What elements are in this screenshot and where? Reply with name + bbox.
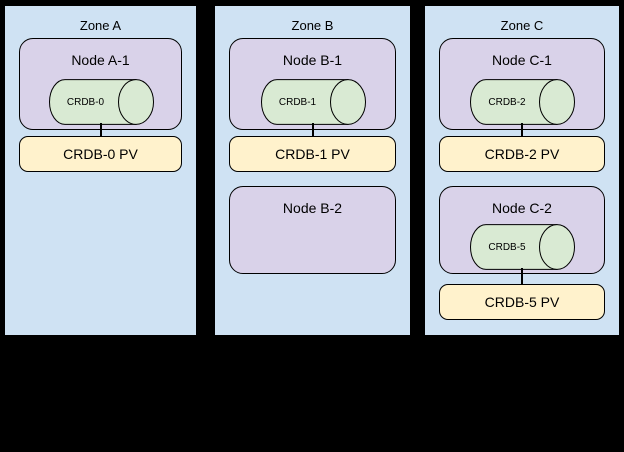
node-label: Node A-1	[71, 52, 130, 68]
crdb-5-pv-box: CRDB-5 PV	[439, 284, 605, 320]
zone-c: Zone C Node C-1 CRDB-2 CRDB-2 PV Node C-…	[424, 5, 620, 336]
crdb-0-pv-box: CRDB-0 PV	[19, 136, 182, 172]
node-label: Node B-2	[282, 200, 343, 216]
pv-label: CRDB-1 PV	[275, 146, 350, 162]
zone-title: Zone C	[500, 18, 544, 33]
node-c-1: Node C-1 CRDB-2	[439, 38, 605, 130]
pv-connector-line	[521, 123, 523, 137]
node-b-1: Node B-1 CRDB-1	[229, 38, 396, 130]
node-b-2: Node B-2	[229, 186, 396, 274]
pv-label: CRDB-0 PV	[63, 146, 138, 162]
pv-label: CRDB-2 PV	[484, 146, 560, 162]
database-cylinder-icon	[48, 79, 154, 125]
crdb-1-database-cylinder: CRDB-1	[260, 79, 366, 125]
database-cylinder-icon	[470, 224, 575, 270]
pv-connector-line	[521, 268, 523, 285]
cylinder-label: CRDB-0	[66, 96, 105, 108]
zone-title: Zone B	[291, 18, 334, 33]
pv-connector-line	[311, 123, 314, 137]
database-cylinder-icon	[260, 79, 366, 125]
node-label: Node C-2	[492, 200, 552, 216]
database-cylinder-icon	[470, 79, 575, 125]
node-label: Node C-1	[492, 52, 552, 68]
crdb-1-pv-box: CRDB-1 PV	[229, 136, 396, 172]
cylinder-label: CRDB-2	[488, 96, 526, 108]
pv-label: CRDB-5 PV	[484, 294, 560, 310]
zone-b: Zone B Node B-1 CRDB-1 CRDB-1 PV Node B-…	[214, 5, 411, 336]
crdb-2-database-cylinder: CRDB-2	[469, 79, 575, 125]
node-c-2: Node C-2 CRDB-5	[439, 186, 605, 274]
zone-a: Zone A Node A-1 CRDB-0 CRDB-0 PV	[4, 5, 197, 336]
cylinder-label: CRDB-1	[278, 96, 317, 108]
cylinder-label: CRDB-5	[488, 241, 526, 253]
zone-title: Zone A	[79, 18, 122, 33]
crdb-5-database-cylinder: CRDB-5	[469, 224, 575, 270]
crdb-0-database-cylinder: CRDB-0	[48, 79, 154, 125]
pv-connector-line	[99, 123, 102, 137]
node-a-1: Node A-1 CRDB-0	[19, 38, 182, 130]
crdb-2-pv-box: CRDB-2 PV	[439, 136, 605, 172]
node-label: Node B-1	[282, 52, 343, 68]
